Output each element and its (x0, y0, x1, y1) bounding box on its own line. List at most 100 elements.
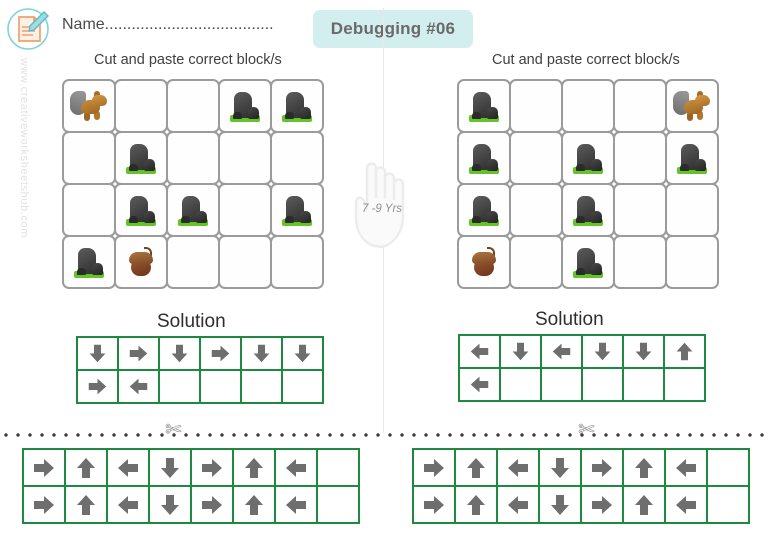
maze-cell[interactable] (166, 235, 220, 289)
maze-cell[interactable] (561, 79, 615, 133)
cutout-arrow-cell[interactable] (150, 487, 192, 524)
cutout-arrow-cell[interactable] (624, 450, 666, 487)
cutout-arrow-cell[interactable] (582, 487, 624, 524)
maze-cell[interactable] (613, 183, 667, 237)
maze-cell[interactable] (457, 79, 511, 133)
solution-cell[interactable] (242, 371, 283, 404)
maze-cell[interactable] (613, 235, 667, 289)
cutout-arrow-cell[interactable] (234, 487, 276, 524)
cutout-arrow-cell[interactable] (540, 450, 582, 487)
maze-cell[interactable] (270, 79, 324, 133)
cutout-arrow-cell[interactable] (276, 450, 318, 487)
maze-cell[interactable] (665, 131, 719, 185)
solution-cell[interactable] (583, 336, 624, 369)
maze-cell[interactable] (509, 79, 563, 133)
maze-cell[interactable] (270, 183, 324, 237)
solution-cell[interactable] (583, 369, 624, 402)
maze-cell[interactable] (457, 183, 511, 237)
maze-cell[interactable] (114, 183, 168, 237)
solution-cell[interactable] (283, 338, 324, 371)
solution-cell[interactable] (542, 336, 583, 369)
cutout-arrow-cell[interactable] (414, 450, 456, 487)
solution-cell[interactable] (201, 371, 242, 404)
cutout-arrow-cell[interactable] (24, 450, 66, 487)
solution-cell[interactable] (160, 371, 201, 404)
watermark-url: www.creativeworksheetshub.com (18, 58, 30, 239)
cutout-arrow-cell[interactable] (456, 450, 498, 487)
maze-cell[interactable] (166, 131, 220, 185)
maze-cell[interactable] (218, 79, 272, 133)
cutout-arrow-cell[interactable] (66, 450, 108, 487)
solution-cell[interactable] (201, 338, 242, 371)
maze-cell[interactable] (665, 79, 719, 133)
maze-cell[interactable] (62, 131, 116, 185)
cutout-arrow-cell[interactable] (498, 450, 540, 487)
solution-cell[interactable] (78, 338, 119, 371)
cutout-arrow-cell[interactable] (414, 487, 456, 524)
pointing-hand-icon (348, 150, 418, 250)
maze-cell[interactable] (665, 235, 719, 289)
maze-cell[interactable] (665, 183, 719, 237)
maze-cell[interactable] (62, 235, 116, 289)
maze-cell[interactable] (561, 235, 615, 289)
maze-cell[interactable] (270, 235, 324, 289)
cutout-arrow-cell[interactable] (150, 450, 192, 487)
cutout-arrow-cell[interactable] (498, 487, 540, 524)
maze-cell[interactable] (114, 79, 168, 133)
cutout-arrow-cell[interactable] (582, 450, 624, 487)
cutout-arrow-cell[interactable] (666, 450, 708, 487)
maze-cell[interactable] (509, 235, 563, 289)
solution-cell[interactable] (501, 336, 542, 369)
maze-cell[interactable] (218, 183, 272, 237)
solution-cell[interactable] (160, 338, 201, 371)
maze-cell[interactable] (561, 131, 615, 185)
cutout-arrow-cell[interactable] (318, 450, 360, 487)
maze-cell[interactable] (166, 183, 220, 237)
cutout-arrow-cell[interactable] (24, 487, 66, 524)
maze-cell[interactable] (561, 183, 615, 237)
maze-cell[interactable] (457, 131, 511, 185)
solution-cell[interactable] (501, 369, 542, 402)
maze-cell[interactable] (509, 183, 563, 237)
maze-cell[interactable] (613, 131, 667, 185)
solution-cell[interactable] (119, 371, 160, 404)
cutout-arrow-cell[interactable] (192, 450, 234, 487)
right-solution-title: Solution (535, 309, 604, 330)
solution-cell[interactable] (665, 369, 706, 402)
arrow-left-icon (674, 493, 698, 517)
cutout-arrow-cell[interactable] (708, 450, 750, 487)
cutout-arrow-cell[interactable] (708, 487, 750, 524)
cutout-arrow-cell[interactable] (234, 450, 276, 487)
solution-cell[interactable] (78, 371, 119, 404)
cutout-arrow-cell[interactable] (318, 487, 360, 524)
cutout-arrow-cell[interactable] (456, 487, 498, 524)
cutout-arrow-cell[interactable] (276, 487, 318, 524)
cutout-arrow-cell[interactable] (192, 487, 234, 524)
cutout-arrow-cell[interactable] (66, 487, 108, 524)
solution-cell[interactable] (460, 369, 501, 402)
maze-cell[interactable] (613, 79, 667, 133)
maze-cell[interactable] (62, 79, 116, 133)
maze-cell[interactable] (457, 235, 511, 289)
solution-cell[interactable] (624, 336, 665, 369)
maze-cell[interactable] (166, 79, 220, 133)
maze-cell[interactable] (509, 131, 563, 185)
solution-cell[interactable] (242, 338, 283, 371)
maze-cell[interactable] (218, 235, 272, 289)
maze-cell[interactable] (270, 131, 324, 185)
cutout-arrow-cell[interactable] (108, 450, 150, 487)
solution-cell[interactable] (283, 371, 324, 404)
cutout-arrow-cell[interactable] (666, 487, 708, 524)
maze-cell[interactable] (218, 131, 272, 185)
maze-cell[interactable] (114, 235, 168, 289)
solution-cell[interactable] (460, 336, 501, 369)
cutout-arrow-cell[interactable] (624, 487, 666, 524)
cutout-arrow-cell[interactable] (108, 487, 150, 524)
solution-cell[interactable] (542, 369, 583, 402)
maze-cell[interactable] (114, 131, 168, 185)
solution-cell[interactable] (119, 338, 160, 371)
solution-cell[interactable] (624, 369, 665, 402)
cutout-arrow-cell[interactable] (540, 487, 582, 524)
solution-cell[interactable] (665, 336, 706, 369)
maze-cell[interactable] (62, 183, 116, 237)
